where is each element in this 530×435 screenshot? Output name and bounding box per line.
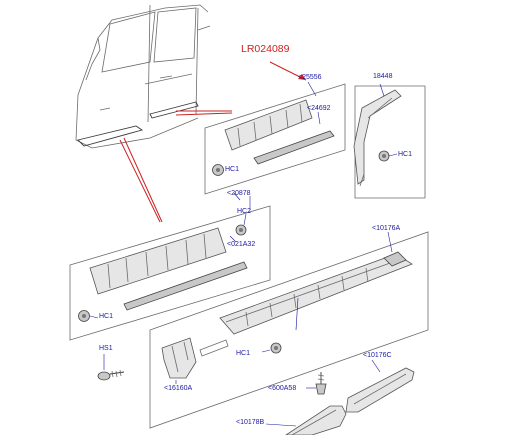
arrow-head	[298, 74, 306, 80]
label-10176c[interactable]: <10176C	[363, 352, 392, 359]
label-leaders	[249, 83, 385, 210]
label-25556[interactable]: <25556	[298, 74, 322, 81]
label-600a58[interactable]: <600A58	[268, 385, 297, 392]
sill-moulding-panel	[149, 231, 429, 429]
label-hc1-c[interactable]: HC1	[99, 313, 114, 320]
bolt-600a58	[306, 372, 327, 395]
highlight-part-number[interactable]: LR024089	[241, 43, 290, 55]
label-24692[interactable]: <24692	[307, 105, 331, 112]
label-hc1-d[interactable]: HC1	[236, 350, 251, 357]
label-021a32[interactable]: <021A32	[227, 241, 256, 248]
vehicle-side-view	[75, 4, 211, 149]
wheel-arch-moulding-panel	[353, 85, 426, 199]
screw-hs1	[97, 354, 125, 381]
label-16160a[interactable]: <16160A	[164, 385, 193, 392]
front-door-moulding-panel	[69, 192, 271, 341]
callout-lines	[119, 61, 307, 223]
rear-door-moulding-panel	[204, 81, 346, 195]
moulding-10178b	[265, 405, 347, 435]
label-hc1-a[interactable]: HC1	[225, 166, 240, 173]
label-20878[interactable]: <20878	[227, 190, 251, 197]
label-hc2[interactable]: HC2	[237, 208, 252, 215]
moulding-10176c	[345, 359, 415, 413]
label-10176a[interactable]: <10176A	[372, 225, 401, 232]
label-hc1-b[interactable]: HC1	[398, 151, 413, 158]
label-10178b[interactable]: <10178B	[236, 419, 265, 426]
label-hs1[interactable]: HS1	[99, 345, 113, 352]
label-18448[interactable]: 18448	[373, 73, 393, 80]
